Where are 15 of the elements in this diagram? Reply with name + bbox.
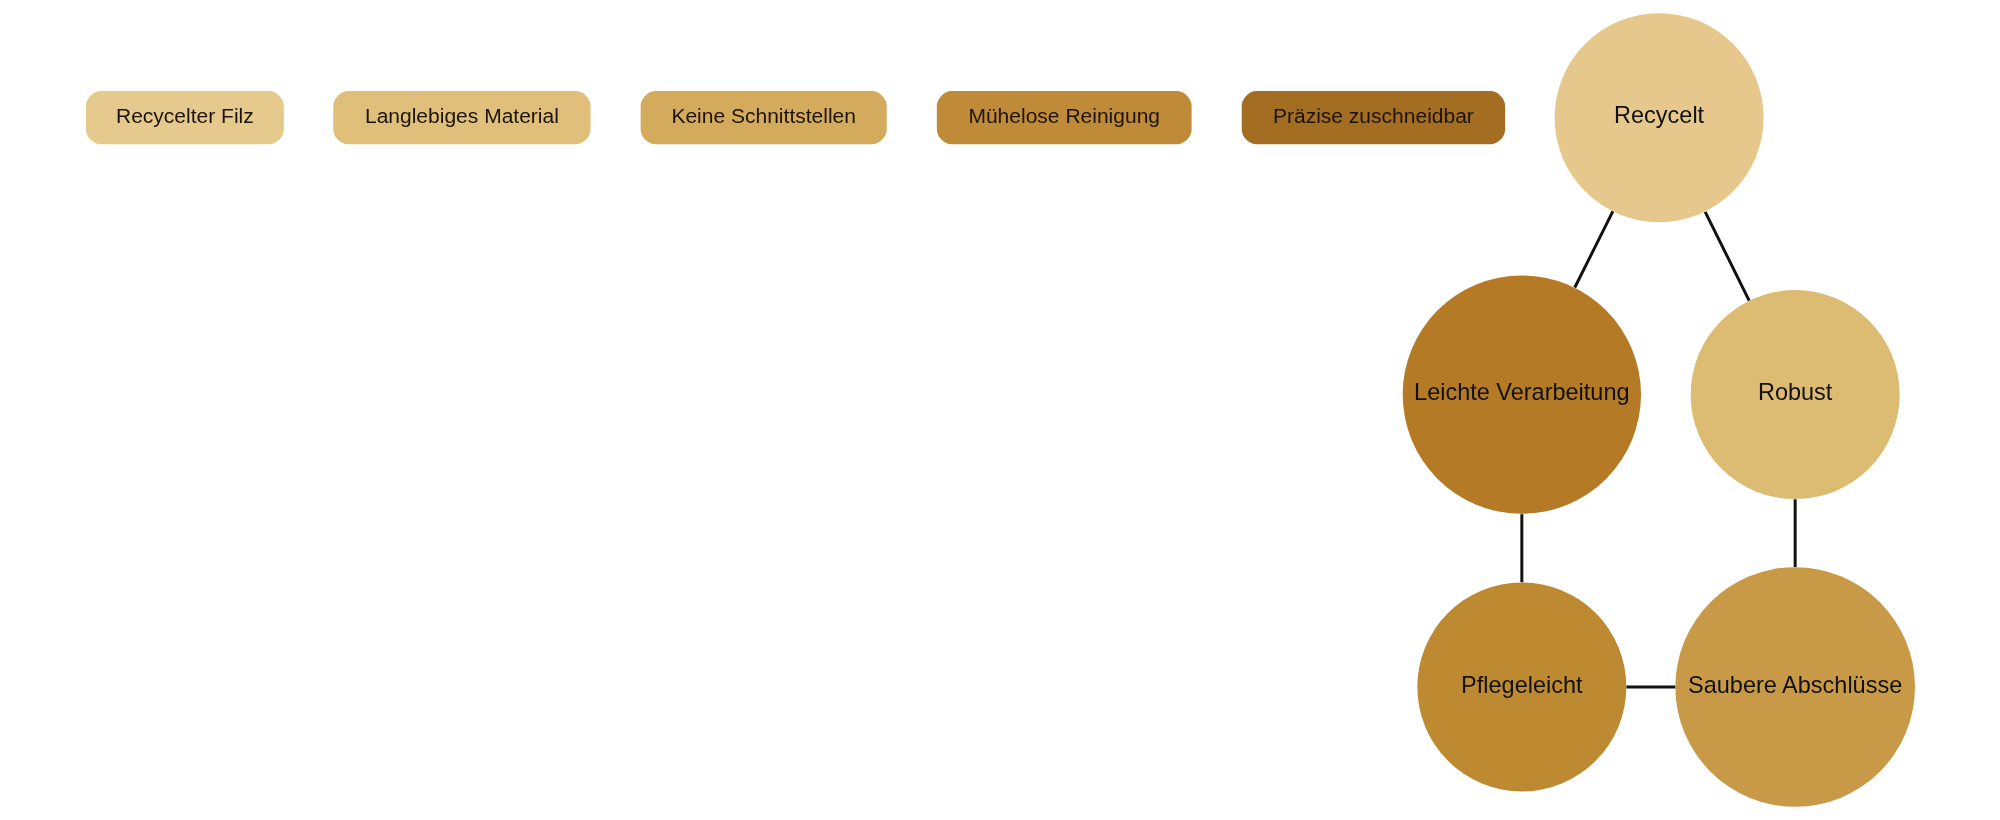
node-circle: Robust — [1690, 290, 1900, 500]
connector — [1572, 210, 1614, 289]
connector — [1625, 685, 1675, 689]
node-circle: Leichte Verarbeitung — [1402, 275, 1641, 514]
node-circle: Saubere Abschlüsse — [1674, 567, 1915, 807]
node-circle: Pflegeleicht — [1416, 582, 1626, 792]
node-box: Präzise zuschneidbar — [1241, 91, 1505, 145]
node-box: Recycelter Filz — [85, 91, 284, 145]
connector — [1519, 514, 1523, 583]
node-box: Langlebiges Material — [332, 91, 591, 145]
node-box: Mühelose Reinigung — [936, 91, 1192, 145]
connector — [1703, 211, 1750, 302]
connector — [1793, 499, 1797, 567]
node-circle: Recycelt — [1554, 13, 1764, 223]
node-box: Keine Schnittstellen — [640, 91, 887, 145]
